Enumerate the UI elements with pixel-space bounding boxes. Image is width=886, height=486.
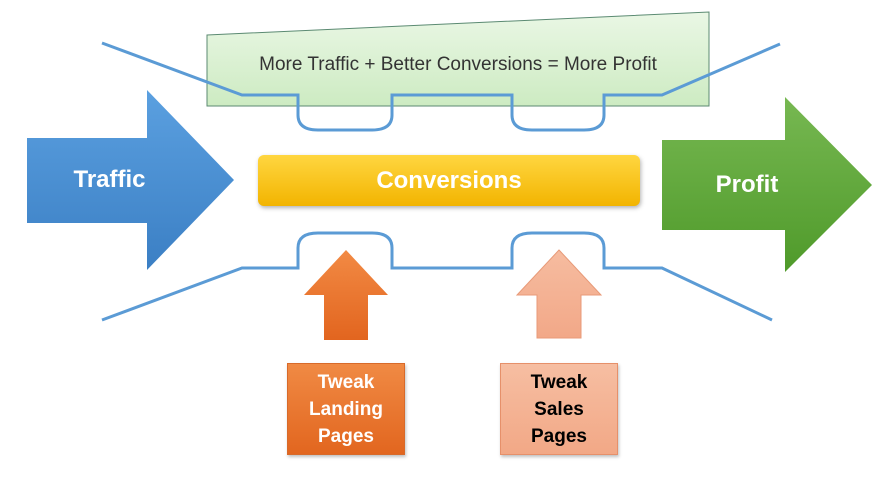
tweak-landing-line: Landing (309, 398, 383, 420)
tweak-sales-line: Tweak (530, 371, 588, 393)
tweak-sales-line: Sales (534, 398, 584, 420)
conversions-label: Conversions (376, 166, 522, 194)
tweak-landing-pages-box: Tweak Landing Pages (287, 363, 405, 455)
tweak-sales-pages-box: Tweak Sales Pages (500, 363, 618, 455)
traffic-arrow (27, 90, 234, 270)
tweak-landing-line: Pages (318, 425, 374, 447)
profit-arrow (662, 97, 872, 272)
tweak-sales-line: Pages (531, 425, 587, 447)
profit-label: Profit (715, 171, 779, 198)
sales-up-arrow (515, 249, 603, 339)
funnel-bottom-line (101, 231, 773, 322)
traffic-label: Traffic (73, 166, 146, 193)
landing-up-arrow (304, 250, 388, 340)
funnel-top-line (101, 41, 781, 132)
conversions-bar (258, 155, 640, 206)
tweak-landing-line: Tweak (317, 371, 375, 393)
banner-text: More Traffic + Better Conversions = More… (259, 54, 657, 75)
